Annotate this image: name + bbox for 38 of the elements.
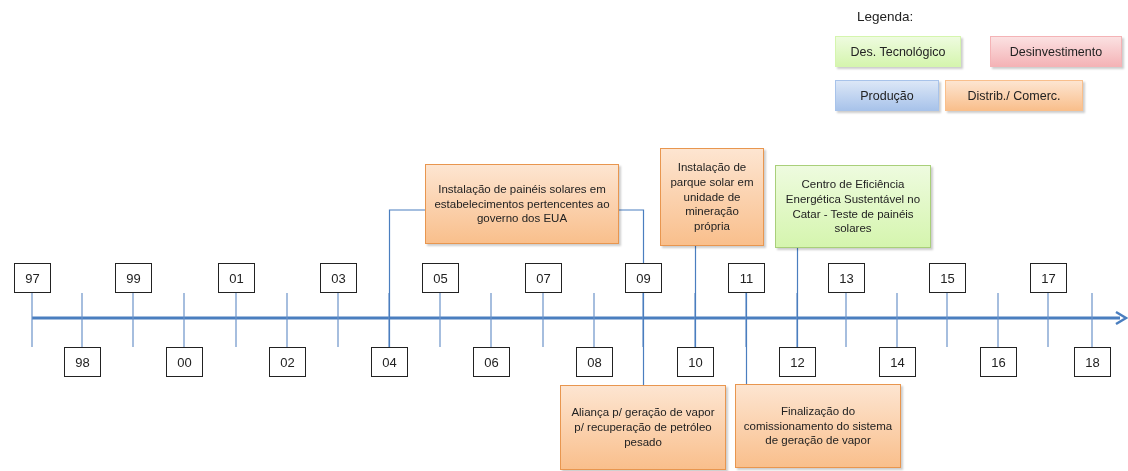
year-box: 12 <box>779 347 816 377</box>
year-box: 16 <box>980 347 1017 377</box>
year-box: 17 <box>1030 263 1067 293</box>
year-box: 03 <box>320 263 357 293</box>
year-box: 05 <box>422 263 459 293</box>
year-box: 00 <box>166 347 203 377</box>
leader-line <box>388 209 426 348</box>
year-box: 04 <box>371 347 408 377</box>
legend-swatch: Produção <box>835 80 939 111</box>
year-box: 07 <box>525 263 562 293</box>
leader-line <box>694 245 697 348</box>
year-box: 18 <box>1074 347 1111 377</box>
year-box: 99 <box>115 263 152 293</box>
event-box: Instalação de parque solar em unidade de mineração própria <box>660 148 764 246</box>
leader-line <box>642 292 645 386</box>
event-box: Finalização do comissionamento do sistema de geração de vapor <box>735 384 901 468</box>
year-box: 01 <box>218 263 255 293</box>
year-box: 97 <box>14 263 51 293</box>
year-box: 98 <box>64 347 101 377</box>
legend-title: Legenda: <box>857 9 914 24</box>
legend-swatch: Des. Tecnológico <box>835 36 961 67</box>
event-box: Aliança p/ geração de vapor p/ recuperação de petróleo pesado <box>560 385 726 470</box>
year-box: 11 <box>728 263 765 293</box>
year-box: 06 <box>473 347 510 377</box>
leader-line <box>745 292 748 385</box>
legend-swatch: Distrib./ Comerc. <box>945 80 1083 111</box>
year-box: 15 <box>929 263 966 293</box>
legend-swatch: Desinvestimento <box>990 36 1122 67</box>
leader-line <box>618 209 645 264</box>
year-box: 09 <box>625 263 662 293</box>
year-box: 13 <box>828 263 865 293</box>
event-box: Instalação de painéis solares em estabelecimentos pertencentes ao governo dos EUA <box>425 164 619 244</box>
year-box: 14 <box>879 347 916 377</box>
year-box: 02 <box>269 347 306 377</box>
event-box: Centro de Eficiência Energética Sustentável no Catar - Teste de painéis solares <box>775 165 931 248</box>
year-box: 10 <box>677 347 714 377</box>
leader-line <box>796 247 799 348</box>
year-box: 08 <box>576 347 613 377</box>
